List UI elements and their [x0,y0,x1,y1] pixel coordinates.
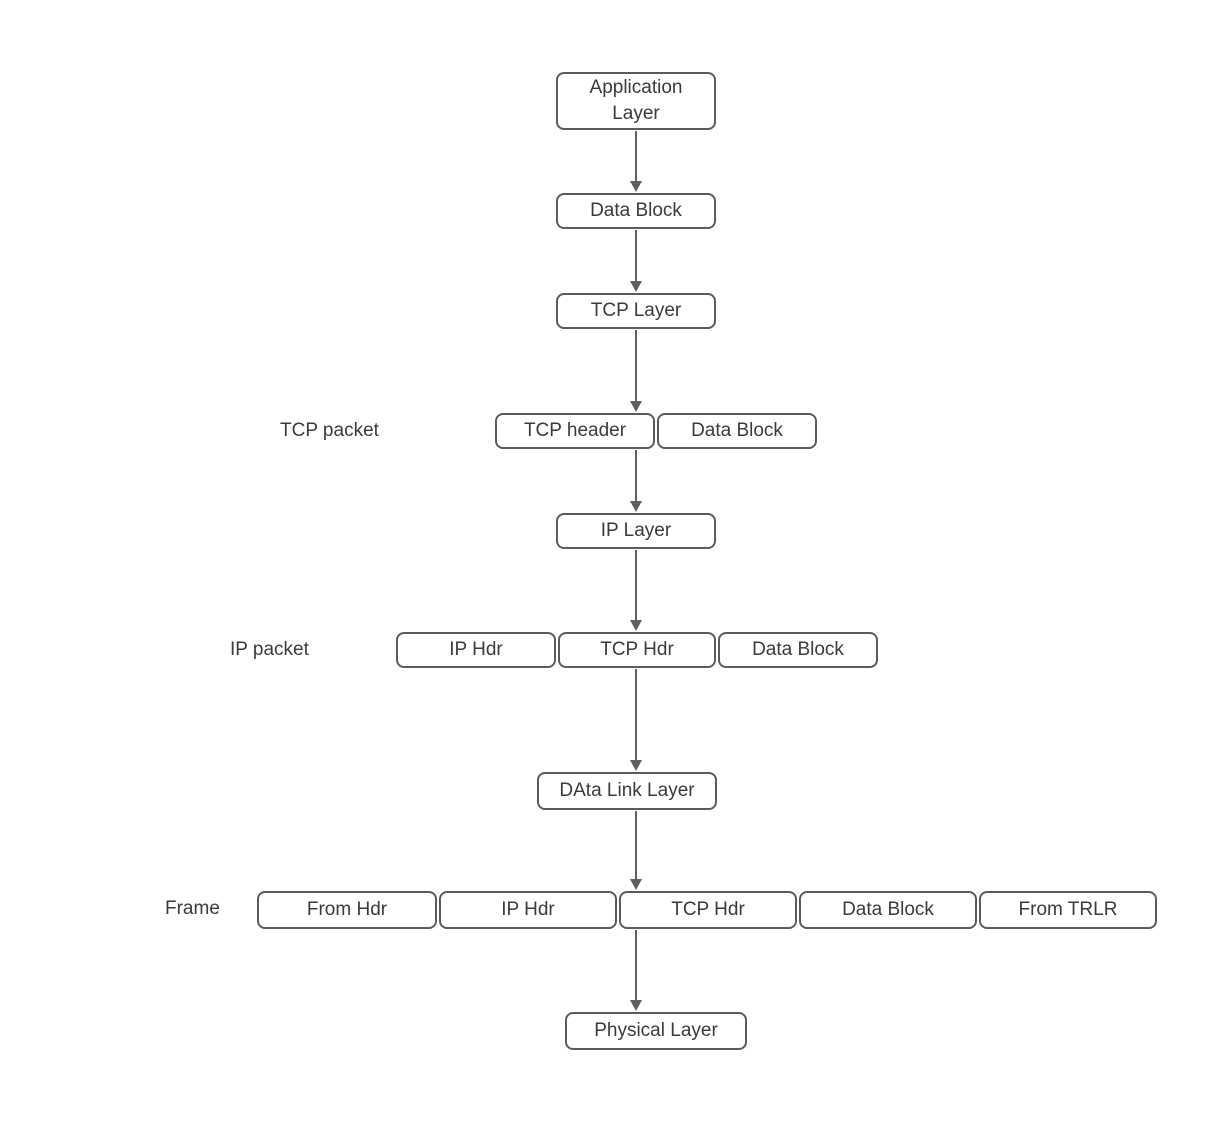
node-from-hdr: From Hdr [257,891,437,929]
node-tcp-header: TCP header [495,413,655,449]
node-physical-layer: Physical Layer [565,1012,747,1050]
arrow-ip-packet-to-data-link [630,669,642,771]
arrow-data-link-to-frame [630,811,642,890]
node-data-block: Data Block [556,193,716,229]
node-ip-hdr: IP Hdr [439,891,617,929]
row-label-tcp-packet: TCP packet [280,420,379,441]
arrow-tcp-packet-to-ip-layer [630,450,642,512]
node-ip-layer: IP Layer [556,513,716,549]
node-tcp-hdr: TCP Hdr [558,632,716,668]
arrow-data-block-to-tcp-layer [630,230,642,292]
arrow-application-to-data-block [630,131,642,192]
arrow-tcp-layer-to-tcp-packet [630,330,642,412]
row-label-ip-packet: IP packet [230,639,309,660]
node-data-link-layer: DAta Link Layer [537,772,717,810]
node-from-trlr: From TRLR [979,891,1157,929]
node-ip-hdr: IP Hdr [396,632,556,668]
node-data-block: Data Block [657,413,817,449]
node-data-block: Data Block [799,891,977,929]
arrow-frame-to-physical [630,930,642,1011]
node-data-block: Data Block [718,632,878,668]
node-application-layer: Application Layer [556,72,716,130]
node-tcp-hdr: TCP Hdr [619,891,797,929]
row-label-frame: Frame [165,898,220,919]
node-tcp-layer: TCP Layer [556,293,716,329]
arrow-ip-layer-to-ip-packet [630,550,642,631]
